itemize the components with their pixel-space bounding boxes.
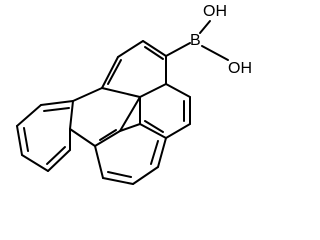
bond-upper-2 xyxy=(117,40,144,58)
left-benzene-ring xyxy=(16,100,74,172)
bond-right-1 xyxy=(165,83,191,98)
bond-carbon-boron xyxy=(165,42,191,57)
bond-five-2 xyxy=(69,100,74,130)
boronic-acid-group: B OH OH xyxy=(165,3,252,77)
bond-left-1 xyxy=(40,100,74,106)
bond-left-3-inner xyxy=(23,127,29,152)
boron-atom-label: B xyxy=(190,32,201,49)
bond-five-4 xyxy=(94,130,121,147)
right-lower-ring xyxy=(139,83,191,139)
bond-left-3 xyxy=(16,125,23,156)
bond-left-1-inner xyxy=(43,107,70,112)
bond-five-1 xyxy=(72,87,103,102)
bond-lower-1 xyxy=(94,145,104,179)
bond-right-3 xyxy=(165,123,191,139)
bond-lower-2 xyxy=(102,177,134,185)
hydroxyl-top-label: OH xyxy=(203,3,227,20)
bond-left-5 xyxy=(47,149,71,172)
bond-lower-4 xyxy=(157,137,167,168)
fluoranthene-boronic-acid-structure: B OH OH xyxy=(16,3,252,185)
bond-right-4 xyxy=(139,123,167,139)
lower-benzene-ring xyxy=(94,137,167,185)
hydroxyl-bottom-label: OH xyxy=(228,60,252,77)
bond-upper-5 xyxy=(139,83,167,98)
bond-five-3 xyxy=(69,128,96,147)
bond-lower-3 xyxy=(132,166,159,185)
bond-upper-3-inner xyxy=(144,46,164,60)
upper-ring xyxy=(101,40,167,98)
bond-lower-4-inner xyxy=(150,140,159,165)
bond-left-2 xyxy=(16,104,42,127)
bond-left-4 xyxy=(21,154,49,172)
bond-right-4-inner xyxy=(144,120,164,133)
bond-five-4-inner xyxy=(99,129,117,141)
bond-left-5-inner xyxy=(46,146,66,165)
bond-five-6 xyxy=(119,96,141,132)
bond-boron-oh-top xyxy=(199,20,211,34)
bond-upper-3 xyxy=(142,40,167,57)
bond-lower-2-inner xyxy=(107,171,132,178)
bond-upper-1-inner xyxy=(107,59,122,85)
bond-boron-oh-bottom xyxy=(201,45,229,61)
bond-upper-6 xyxy=(101,87,141,98)
bond-five-5 xyxy=(119,123,141,132)
five-membered-ring xyxy=(69,87,141,147)
bond-upper-1 xyxy=(101,56,119,89)
